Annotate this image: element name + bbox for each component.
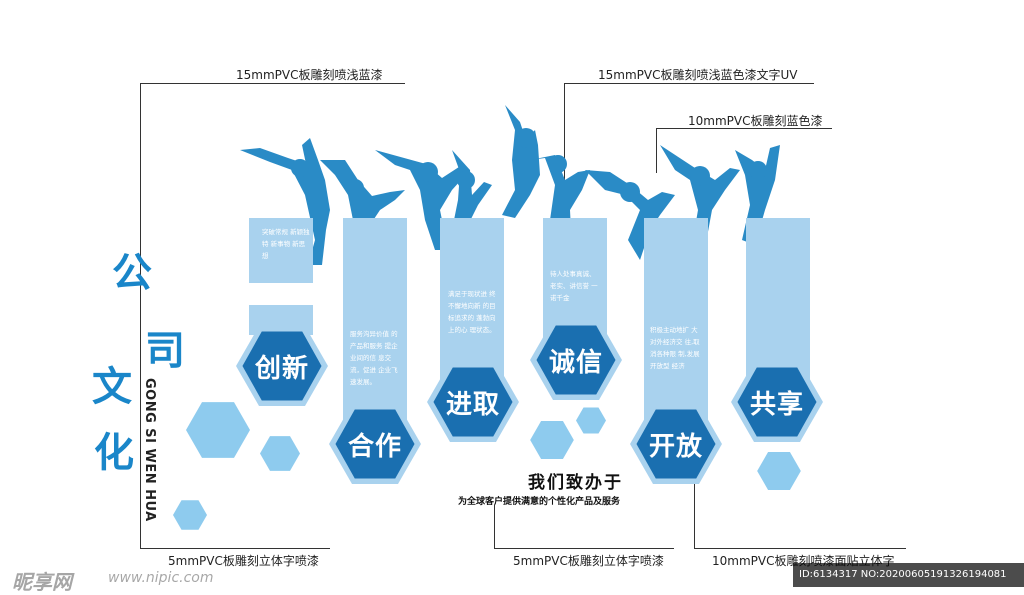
callout-line (564, 83, 814, 84)
image-id-bar: ID:6134317 NO:20200605191326194081 (793, 563, 1024, 587)
callout-line (656, 128, 657, 173)
callout-label: 5mmPVC板雕刻立体字喷漆 (168, 554, 319, 568)
callout-label: 5mmPVC板雕刻立体字喷漆 (513, 554, 664, 568)
panel-sharing (746, 218, 810, 383)
callout-line (140, 548, 330, 549)
callout-label: 15mmPVC板雕刻喷浅蓝色漆文字UV (598, 68, 798, 82)
decor-hexagon (173, 500, 207, 530)
decor-hexagon (530, 421, 574, 459)
image-id-text: ID:6134317 NO:20200605191326194081 (799, 569, 1007, 580)
callout-label: 10mmPVC板雕刻蓝色漆 (688, 114, 823, 128)
watermark-url: www.nipic.com (108, 570, 214, 586)
panel-openness (644, 218, 708, 438)
value-hexagon-openness: 开放 (628, 404, 724, 484)
decor-hexagon (186, 402, 250, 458)
panel-innovation-top (249, 218, 313, 283)
value-hexagon-progress: 进取 (425, 362, 521, 442)
callout-line (140, 83, 405, 84)
panel-text: 满足于现状进 终不懈地向新 的目标追求的 蓬勃向上的心 理状态。 (448, 290, 496, 334)
value-hexagon-cooperation: 合作 (327, 404, 423, 484)
title-char: 公 (112, 249, 152, 296)
decor-hexagon (576, 407, 606, 434)
watermark-logo: 昵享网 (12, 570, 72, 594)
callout-line (494, 505, 495, 548)
panel-text: 待人处事真诚、 老实、讲信誉 一诺千金 (550, 270, 598, 302)
callout-line (140, 83, 141, 548)
jumping-people-silhouette (240, 105, 780, 265)
title-char: 文 (92, 363, 132, 410)
panel-text: 突破常规 新颖独特 新事物 新思想 (262, 228, 310, 260)
value-hexagon-innovation: 创新 (234, 326, 330, 406)
panel-text: 积极主动地扩 大对外经济交 往,取消各种限 制,发展开放型 经济 (650, 326, 700, 370)
title-char: 化 (94, 429, 134, 476)
callout-line (694, 548, 906, 549)
pinyin-text: GONG SI WEN HUA (142, 378, 157, 522)
callout-label: 15mmPVC板雕刻喷浅蓝漆 (236, 68, 383, 82)
slogan: 我们致办于 (528, 473, 623, 493)
panel-integrity (543, 218, 607, 338)
decor-hexagon (260, 436, 300, 471)
sub-slogan: 为全球客户提供满意的个性化产品及服务 (458, 497, 621, 507)
decor-hexagon (757, 452, 801, 490)
value-hexagon-sharing: 共享 (729, 362, 825, 442)
panel-progress (440, 218, 504, 383)
callout-line (494, 548, 674, 549)
callout-line (656, 128, 832, 129)
panel-text: 服务沟异价值 的产品和服务 提企业间的信 息交流，促进 企业飞速发展。 (350, 330, 398, 386)
title-char: 司 (145, 327, 185, 374)
callout-line (694, 460, 695, 548)
panel-cooperation (343, 218, 407, 438)
value-hexagon-integrity: 诚信 (528, 320, 624, 400)
